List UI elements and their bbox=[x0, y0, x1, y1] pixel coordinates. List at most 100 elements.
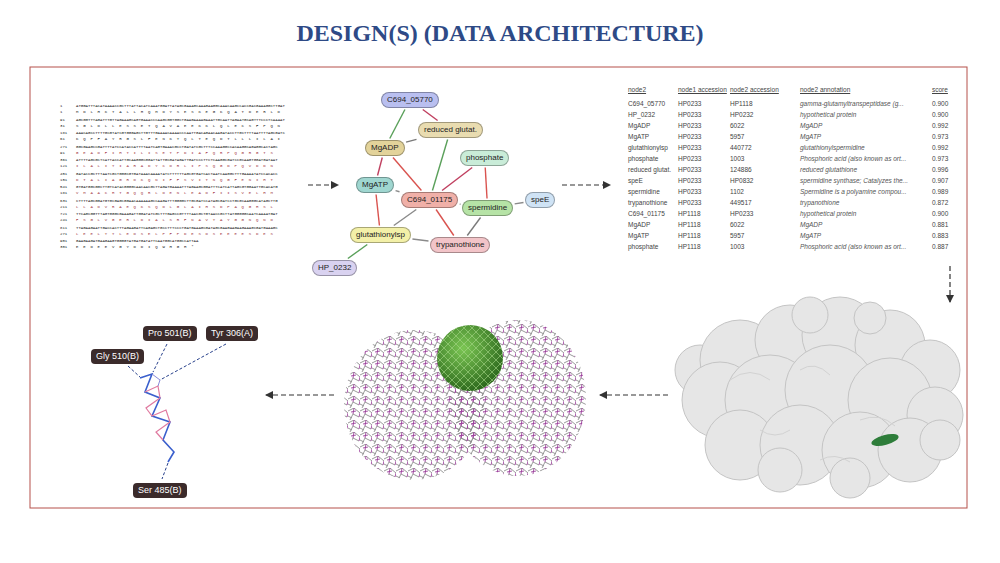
residue-label: Pro 501(B) bbox=[143, 326, 197, 341]
table-cell: glutathionylsp bbox=[628, 144, 668, 152]
protein-sequence: S G L D L L E S S E T Q A V A E E K K L … bbox=[76, 124, 281, 129]
protein-sequence: L E E L T T L E D S E L P F P D E S D S … bbox=[76, 232, 274, 237]
protein-sequence: E E D E E V G Y D D I Q W H G H * bbox=[76, 245, 195, 250]
table-cell: C694_01175 bbox=[628, 210, 665, 218]
sequence-number: 541 bbox=[60, 185, 67, 190]
table-cell: 124886 bbox=[730, 166, 752, 174]
ligand-stick bbox=[145, 386, 170, 440]
table-cell: 0.872 bbox=[932, 199, 948, 207]
sequence-number: 181 bbox=[60, 191, 67, 196]
protein-sequence: L L A D V R A E Q K S Q D L G L A I H S … bbox=[76, 205, 274, 210]
protein-sequence: V M A A C H T G Q Q R L D E N L E A D F … bbox=[76, 191, 274, 196]
table-cell: trypanothione bbox=[800, 199, 839, 207]
protein-sequence: F S G L V G E R L D I A L S R F N A V T … bbox=[76, 218, 274, 223]
dna-sequence: TTCAGCGGTTTAGTGGGCGAAAGATTGGATATCGCTTTGA… bbox=[76, 212, 278, 217]
table-header: node2 annotation bbox=[800, 86, 850, 94]
table-cell: spermidine bbox=[628, 188, 660, 196]
table-cell: HP1118 bbox=[678, 221, 701, 229]
table-cell: HP0232 bbox=[730, 111, 754, 119]
network-node: spermidine bbox=[462, 200, 513, 216]
network-edge bbox=[406, 139, 416, 142]
table-cell: HP0233 bbox=[678, 166, 702, 174]
network-node: reduced glutat. bbox=[418, 122, 483, 138]
node-text: trypanothione bbox=[436, 240, 484, 250]
protein-sequence: D T A L I A G R D K Q N I F F S V I T N … bbox=[76, 178, 274, 183]
table-cell: phosphate bbox=[628, 243, 658, 251]
table-cell: 0.900 bbox=[932, 111, 948, 119]
protein-sequence: M D L H K T A L L H Q M D Y S E S K E G … bbox=[76, 110, 281, 115]
flow-arrow bbox=[600, 394, 668, 395]
table-cell: MgATP bbox=[628, 133, 649, 141]
sequence-number: 61 bbox=[60, 137, 65, 142]
table-cell: MgADP bbox=[628, 122, 650, 130]
sequence-number: 271 bbox=[60, 145, 67, 150]
table-cell: 0.900 bbox=[932, 100, 948, 108]
node-text: Gly 510(B) bbox=[96, 351, 139, 362]
network-edge bbox=[390, 110, 405, 139]
docking-grid-mesh bbox=[437, 325, 503, 391]
table-cell: HP0233 bbox=[730, 210, 754, 218]
table-header: score bbox=[932, 86, 948, 94]
sequence-number: 811 bbox=[60, 226, 67, 231]
network-edge bbox=[432, 140, 447, 191]
protein-sequence: K Q P F A Y R G S L F E N K T Q L T E Q … bbox=[76, 137, 281, 142]
table-cell: HP1118 bbox=[678, 210, 701, 218]
table-cell: 0.996 bbox=[932, 166, 948, 174]
table-cell: Phosphoric acid (also known as ort... bbox=[800, 243, 906, 251]
table-cell: HP0233 bbox=[678, 177, 702, 185]
network-edge bbox=[515, 203, 524, 204]
table-cell: 1003 bbox=[730, 155, 744, 163]
sequence-number: 361 bbox=[60, 158, 67, 163]
network-node: MgATP bbox=[356, 177, 394, 193]
table-cell: MgATP bbox=[628, 232, 649, 240]
sequence-number: 211 bbox=[60, 205, 67, 210]
sequence-number: 241 bbox=[60, 218, 67, 223]
table-cell: 440772 bbox=[730, 144, 752, 152]
network-node: MgADP bbox=[365, 140, 405, 156]
table-cell: 0.881 bbox=[932, 221, 948, 229]
ligand-stick bbox=[140, 374, 174, 462]
node-text: spermidine bbox=[468, 203, 507, 213]
network-node: phosphate bbox=[460, 150, 509, 166]
table-cell: hypothetical protein bbox=[800, 210, 856, 218]
sequence-number: 91 bbox=[60, 118, 65, 123]
interaction-line bbox=[128, 366, 140, 377]
sequence-number: 1 bbox=[60, 110, 62, 115]
network-node: trypanothione bbox=[430, 237, 490, 253]
table-cell: glutathionylspermidine bbox=[800, 144, 865, 152]
network-edge bbox=[378, 158, 383, 176]
network-edge bbox=[376, 195, 379, 226]
table-cell: speE bbox=[628, 177, 643, 185]
table-cell: gamma-glutamyltranspeptidase (g... bbox=[800, 100, 904, 108]
interaction-line bbox=[153, 344, 167, 372]
table-cell: MgADP bbox=[800, 221, 822, 229]
residue-label: Gly 510(B) bbox=[91, 349, 144, 364]
flow-arrow bbox=[949, 266, 950, 302]
table-header: node2 bbox=[628, 86, 646, 94]
table-cell: trypanothione bbox=[628, 199, 667, 207]
dna-sequence: ATTTTAGCGCTCATTACCATTGCAAGGGCGGATTATTGCG… bbox=[76, 158, 278, 163]
table-cell: MgADP bbox=[628, 221, 650, 229]
surface-lobe bbox=[830, 458, 870, 498]
sequence-number: 901 bbox=[60, 239, 67, 244]
frame-border bbox=[30, 67, 967, 508]
interaction-line bbox=[162, 463, 168, 479]
table-cell: HP0233 bbox=[678, 100, 702, 108]
table-cell: 449517 bbox=[730, 199, 752, 207]
network-edge bbox=[467, 218, 480, 236]
residue-label: Ser 485(B) bbox=[133, 483, 187, 498]
ligand-pocket bbox=[870, 432, 900, 449]
dna-sequence: AGCGGTTTAGATTTGTTAGAAAGCAGTGAAACCCAAGCGG… bbox=[76, 118, 285, 123]
node-text: Pro 501(B) bbox=[148, 328, 192, 339]
network-node: C694_05770 bbox=[381, 92, 439, 108]
table-cell: HP1118 bbox=[678, 243, 701, 251]
node-text: C694_01175 bbox=[407, 195, 452, 205]
node-text: C694_05770 bbox=[387, 95, 433, 105]
table-cell: 0.992 bbox=[932, 144, 948, 152]
table-cell: HP0233 bbox=[678, 199, 702, 207]
table-cell: HP1118 bbox=[730, 100, 753, 108]
node-text: glutathionylsp bbox=[356, 230, 405, 240]
dna-sequence: TTAGAAGAATTGACCACTTTAGAAGATTCAGAGCTGCCTT… bbox=[76, 226, 278, 231]
